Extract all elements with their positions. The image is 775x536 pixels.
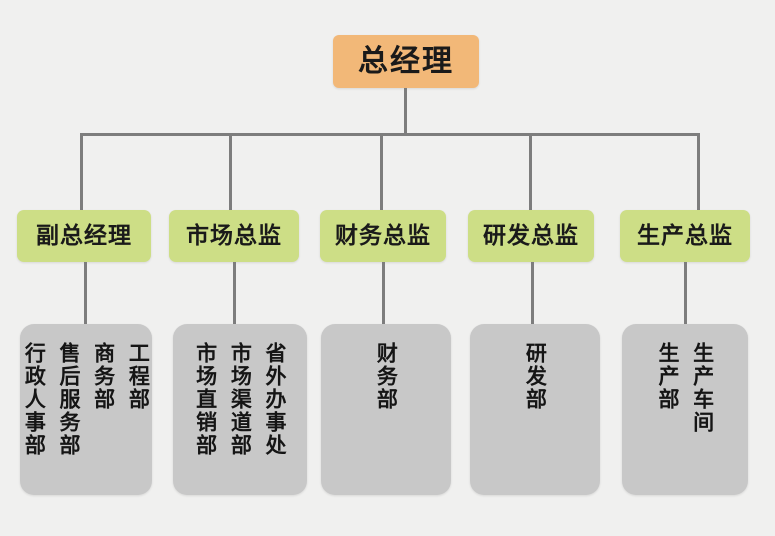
connector-dept-stem-5 — [684, 262, 687, 324]
dept-item-business: 商务部 — [91, 342, 116, 411]
dept-columns: 工程部 商务部 售后服务部 行政人事部 — [20, 342, 152, 495]
dept-block-marketing-director[interactable]: 省外办事处 市场渠道部 市场直销部 — [173, 324, 307, 495]
connector-dept-stem-1 — [84, 262, 87, 324]
dept-item-market-channel: 市场渠道部 — [228, 342, 253, 457]
dept-item-finance: 财务部 — [374, 342, 399, 411]
dept-item-research-development: 研发部 — [523, 342, 548, 411]
dept-item-provincial-office: 省外办事处 — [263, 342, 287, 457]
dept-item-market-direct-sales: 市场直销部 — [193, 342, 218, 457]
node-finance-director-label: 财务总监 — [335, 222, 431, 249]
dept-item-after-sales-service: 售后服务部 — [57, 342, 81, 457]
node-general-manager-label: 总经理 — [358, 43, 454, 79]
connector-dept-stem-4 — [531, 262, 534, 324]
node-production-director-label: 生产总监 — [637, 222, 733, 249]
connector-drop-1 — [80, 133, 83, 210]
node-rnd-director[interactable]: 研发总监 — [468, 210, 594, 262]
node-marketing-director-label: 市场总监 — [186, 222, 282, 249]
connector-horizontal-bus — [80, 133, 700, 136]
dept-item-administration-hr: 行政人事部 — [22, 342, 47, 457]
node-deputy-general-manager[interactable]: 副总经理 — [17, 210, 151, 262]
dept-item-engineering: 工程部 — [126, 342, 151, 411]
dept-block-deputy-general-manager[interactable]: 工程部 商务部 售后服务部 行政人事部 — [20, 324, 152, 495]
connector-drop-4 — [529, 133, 532, 210]
dept-columns: 财务部 — [321, 342, 451, 495]
node-marketing-director[interactable]: 市场总监 — [169, 210, 299, 262]
connector-dept-stem-2 — [233, 262, 236, 324]
node-finance-director[interactable]: 财务总监 — [320, 210, 446, 262]
dept-columns: 省外办事处 市场渠道部 市场直销部 — [173, 342, 307, 495]
dept-block-rnd-director[interactable]: 研发部 — [470, 324, 600, 495]
node-general-manager[interactable]: 总经理 — [333, 35, 479, 88]
connector-root-stem — [404, 88, 407, 136]
connector-drop-2 — [229, 133, 232, 210]
dept-item-production: 生产部 — [656, 342, 680, 411]
node-production-director[interactable]: 生产总监 — [620, 210, 750, 262]
dept-columns: 研发部 — [470, 342, 600, 495]
connector-drop-5 — [697, 133, 700, 210]
connector-drop-3 — [380, 133, 383, 210]
node-deputy-general-manager-label: 副总经理 — [36, 222, 132, 249]
dept-columns: 生产车间 生产部 — [622, 342, 748, 495]
dept-block-production-director[interactable]: 生产车间 生产部 — [622, 324, 748, 495]
node-rnd-director-label: 研发总监 — [483, 222, 579, 249]
dept-item-production-workshop: 生产车间 — [690, 342, 715, 434]
dept-block-finance-director[interactable]: 财务部 — [321, 324, 451, 495]
connector-dept-stem-3 — [382, 262, 385, 324]
